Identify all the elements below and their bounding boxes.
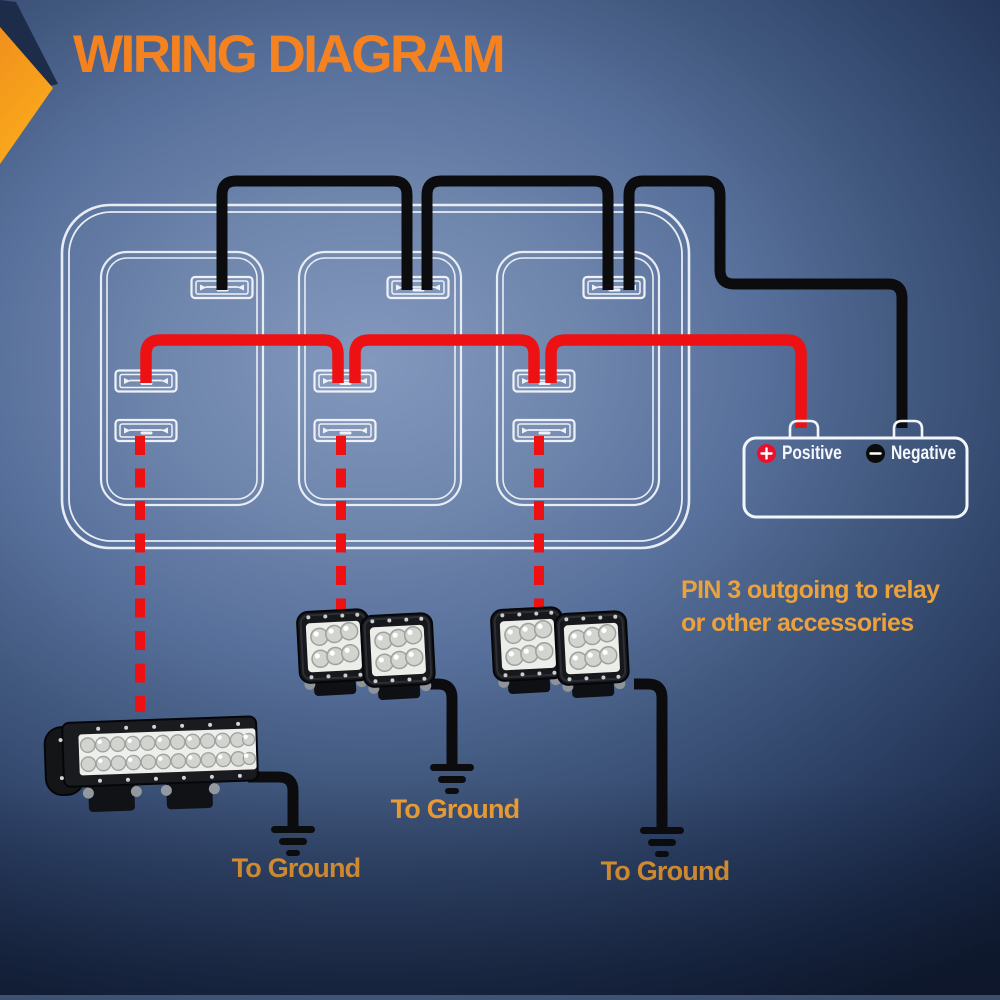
terminal-mid-switch2 [313,369,377,393]
corner-arrow-icon [0,0,58,164]
led-pod-4 [553,609,631,700]
red-wire-switch3-to-battery-positive [545,334,807,428]
battery-positive-legend: Positive [757,441,857,464]
ground-wire-pods-1 [430,678,458,764]
positive-label: Positive [782,441,842,464]
ground-label-3: To Ground [600,856,731,886]
negative-label: Negative [891,441,957,464]
pin3-note-line2: or other accessories [681,609,914,637]
black-wire-switch2-to-switch3 [421,175,614,290]
terminal-top-switch3 [582,275,646,300]
pin3-note: PIN 3 outgoing to relay or other accesso… [681,574,940,640]
pin3-note-line1: PIN 3 outgoing to relay [681,576,940,604]
switch-body-2 [297,250,463,507]
switch-body-3 [495,250,661,507]
ground-symbol-1 [271,826,315,856]
red-wire-switch1-to-switch2 [140,334,344,383]
battery [742,419,969,519]
ground-symbol-3 [640,827,684,857]
ground-label-1: To Ground [231,853,362,883]
battery-negative-terminal [892,419,924,439]
bottom-edge-highlight [0,995,1000,1000]
black-wire-switch1-to-switch2 [216,175,413,290]
battery-body [742,436,969,519]
switch-body-1 [99,250,265,507]
plus-icon [757,443,776,463]
battery-positive-terminal [788,419,820,439]
led-light-bar [43,715,259,813]
red-wire-switch2-to-switch3 [349,334,540,383]
black-wire-switch3-to-battery-negative [623,175,908,428]
ground-label-2: To Ground [390,794,521,824]
terminal-top-switch2 [386,275,450,300]
ground-symbol-2 [430,764,474,794]
terminal-mid-switch3 [512,369,576,393]
led-pod-3 [489,605,567,696]
terminal-bottom-switch1 [114,418,178,443]
led-pod-2 [359,611,437,702]
switch-panel-plate [60,203,691,550]
page-title: WIRING DIAGRAM [73,25,506,84]
minus-icon [866,443,885,463]
battery-negative-legend: Negative [866,441,972,464]
led-pod-1 [295,607,373,698]
ground-wire-pods-2 [634,678,668,827]
ground-wire-lightbar [248,771,299,826]
